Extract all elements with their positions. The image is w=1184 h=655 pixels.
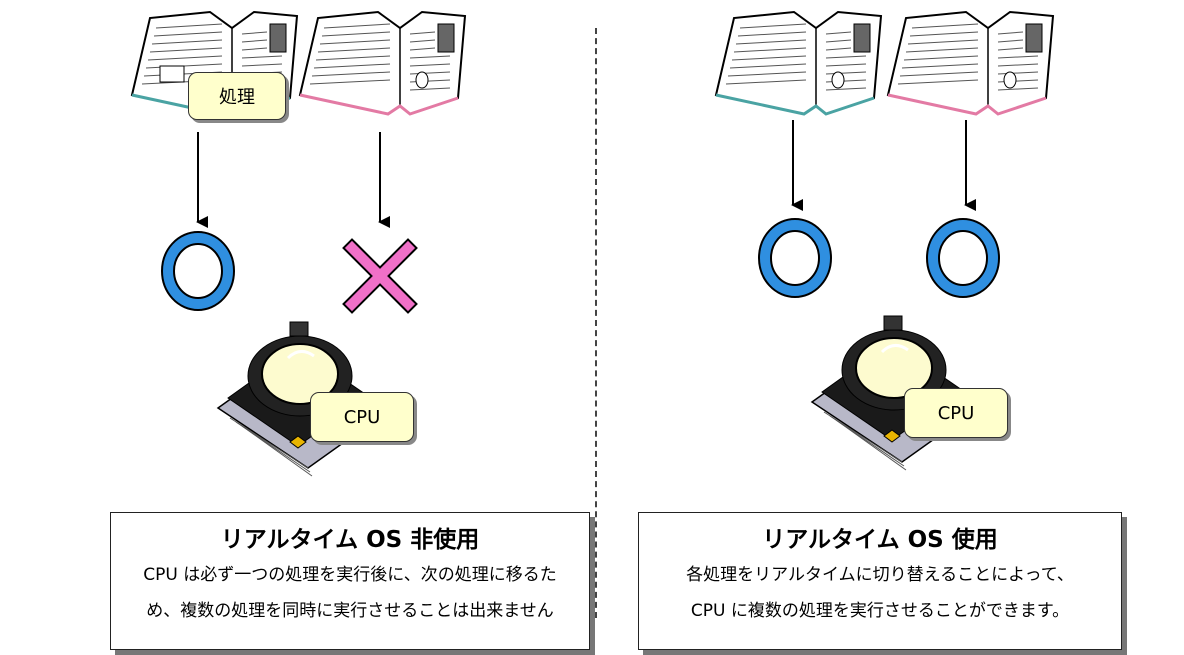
caption-box: リアルタイム OS 非使用 CPU は必ず一つの処理を実行後に、次の処理に移るた… (110, 512, 590, 650)
circle-ok-icon (758, 218, 832, 298)
circle-ok-icon (926, 218, 1000, 298)
panel-without-rtos: 処理 CPU リアルタイム OS 非使用 CPU は必ず一つの処理を実行後に、次… (110, 10, 590, 650)
caption-title: リアルタイム OS 非使用 (220, 527, 480, 553)
cross-ng-icon (342, 238, 418, 314)
cpu-label: CPU (904, 388, 1008, 438)
caption-title: リアルタイム OS 使用 (762, 527, 998, 553)
caption-text-line: 各処理をリアルタイムに切り替えることによって、 (686, 565, 1074, 585)
dashed-divider (595, 28, 597, 618)
cpu-label: CPU (310, 392, 414, 442)
open-book-icon (298, 10, 467, 116)
caption-box: リアルタイム OS 使用 各処理をリアルタイムに切り替えることによって、 CPU… (638, 512, 1122, 650)
open-book-icon (714, 10, 883, 116)
open-book-icon (886, 10, 1055, 116)
caption-text-line: め、複数の処理を同時に実行させることは出来ません (146, 601, 554, 621)
caption-text-line: CPU は必ず一つの処理を実行後に、次の処理に移るた (143, 565, 557, 585)
panel-with-rtos: CPU リアルタイム OS 使用 各処理をリアルタイムに切り替えることによって、… (592, 0, 1184, 655)
left-illustration (130, 10, 467, 477)
circle-ok-icon (161, 231, 235, 311)
process-label: 処理 (188, 72, 286, 120)
caption-text-line: CPU に複数の処理を実行させることができます。 (690, 601, 1070, 621)
